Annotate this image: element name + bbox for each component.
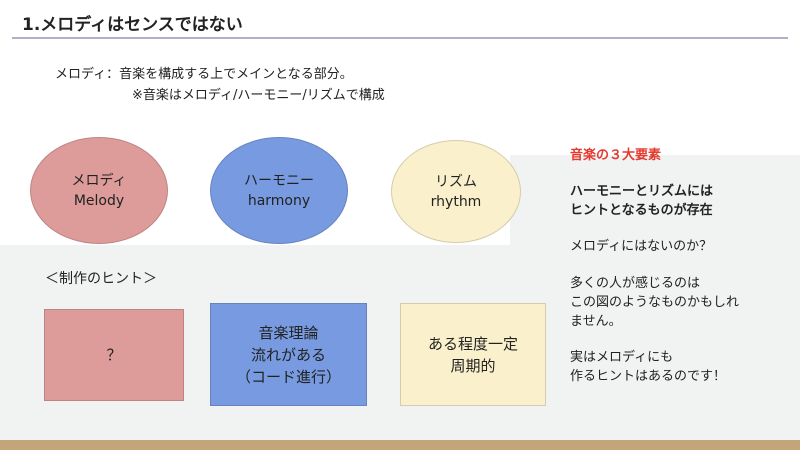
side-line: この図のようなものかもしれ (570, 295, 740, 310)
hint-line: 流れがある (250, 345, 326, 364)
label-en: harmony (247, 192, 311, 209)
melody-ellipse: メロディ Melody (30, 137, 168, 244)
hint-line: （コード進行） (235, 367, 341, 386)
harmony-hint-box: 音楽理論流れがある （コード進行） (210, 303, 367, 406)
melody-hint-box: ？ (44, 309, 184, 401)
rhythm-hint-box: ある程度一定周期的 (400, 303, 546, 406)
composition-note: ※音楽はメロディ/ハーモニー/リズムで構成 (132, 88, 385, 103)
label-en: Melody (73, 192, 125, 209)
side-line: 実はメロディにも (570, 350, 674, 365)
slide-title: 1.メロディはセンスではない (22, 15, 243, 35)
melody-definition: メロディ：音楽を構成する上でメインとなる部分。 (55, 67, 353, 82)
rhythm-ellipse: リズム rhythm (391, 140, 521, 243)
label-jp: リズム (435, 173, 477, 190)
side-bold-line: ハーモニーとリズムには (570, 184, 714, 199)
side-question: メロディにはないのか？ (570, 239, 713, 254)
hint-line: ある程度一定 (427, 334, 518, 353)
label-en: rhythm (430, 193, 482, 210)
hint-heading: ＜制作のヒント＞ (45, 271, 157, 287)
side-line: 作るヒントはあるのです！ (570, 369, 727, 384)
title-divider (12, 37, 788, 39)
label-jp: ハーモニー (244, 172, 314, 189)
hint-line: 音楽理論 (258, 323, 319, 342)
side-line: 多くの人が感じるのは (570, 276, 701, 291)
side-bold-line: ヒントとなるものが存在 (570, 203, 713, 218)
side-line: ません。 (570, 314, 622, 329)
side-heading: 音楽の３大要素 (570, 148, 662, 163)
footer-bar (0, 440, 800, 450)
hint-line: ？ (106, 346, 122, 364)
hint-line: 周期的 (450, 356, 496, 375)
harmony-ellipse: ハーモニー harmony (210, 137, 348, 244)
label-jp: メロディ (71, 172, 127, 189)
